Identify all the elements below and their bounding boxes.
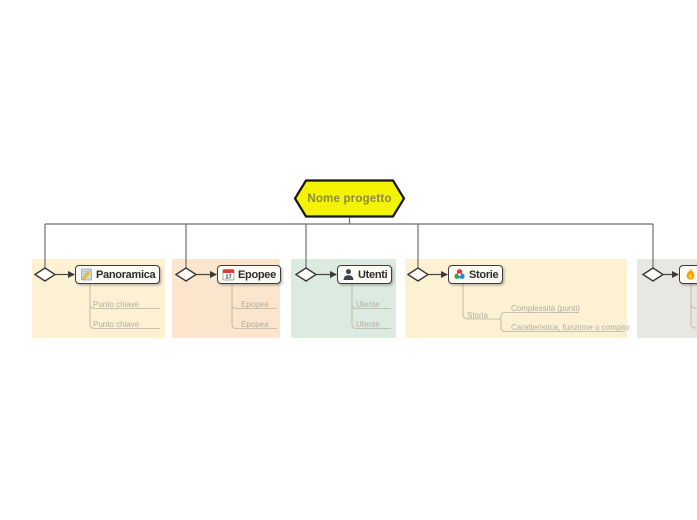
tree-branch-lines (44, 217, 654, 268)
collapse-diamond-branch-5[interactable] (641, 267, 665, 282)
child-punto-chiave-2[interactable]: Punto chiave (93, 319, 140, 329)
calendar-icon: 17 (222, 269, 235, 280)
user-icon (343, 269, 354, 280)
collapse-diamond-utenti[interactable] (294, 267, 318, 282)
node-panoramica[interactable]: Panoramica (75, 265, 161, 284)
child-epopea-1[interactable]: Epopea (241, 299, 269, 309)
node-branch-5[interactable] (679, 265, 697, 284)
child-connector-lines (89, 284, 697, 333)
calendar-day-text: 17 (225, 274, 231, 280)
child-storia[interactable]: Storia (467, 310, 488, 320)
collapse-diamond-storie[interactable] (406, 267, 430, 282)
root-node-shape[interactable] (293, 179, 406, 218)
memo-pencil-icon (81, 268, 92, 281)
root-node-label[interactable]: Nome progetto (307, 192, 392, 205)
child-epopea-2[interactable]: Epopea (241, 319, 269, 329)
node-utenti[interactable]: Utenti (337, 265, 393, 284)
arrow-head-icon (68, 271, 679, 278)
child-punto-chiave-1[interactable]: Punto chiave (93, 299, 140, 309)
child-utente-2[interactable]: Utente (356, 319, 380, 329)
node-epopee[interactable]: 17 Epopee (217, 265, 281, 284)
child-utente-1[interactable]: Utente (356, 299, 380, 309)
node-storie[interactable]: Storie (448, 265, 504, 284)
node-label: Epopee (238, 268, 276, 281)
child-complessita[interactable]: Complessità (punti) (511, 303, 580, 313)
child-caratteristica[interactable]: Caratteristica, funzione o compito (511, 322, 630, 332)
flame-icon (686, 268, 695, 280)
node-label: Utenti (358, 268, 388, 281)
node-label: Storie (469, 268, 499, 281)
node-label: Panoramica (96, 268, 156, 281)
collapse-diamond-panoramica[interactable] (33, 267, 57, 282)
collapse-diamond-epopee[interactable] (174, 267, 198, 282)
flower-icon (454, 269, 465, 279)
